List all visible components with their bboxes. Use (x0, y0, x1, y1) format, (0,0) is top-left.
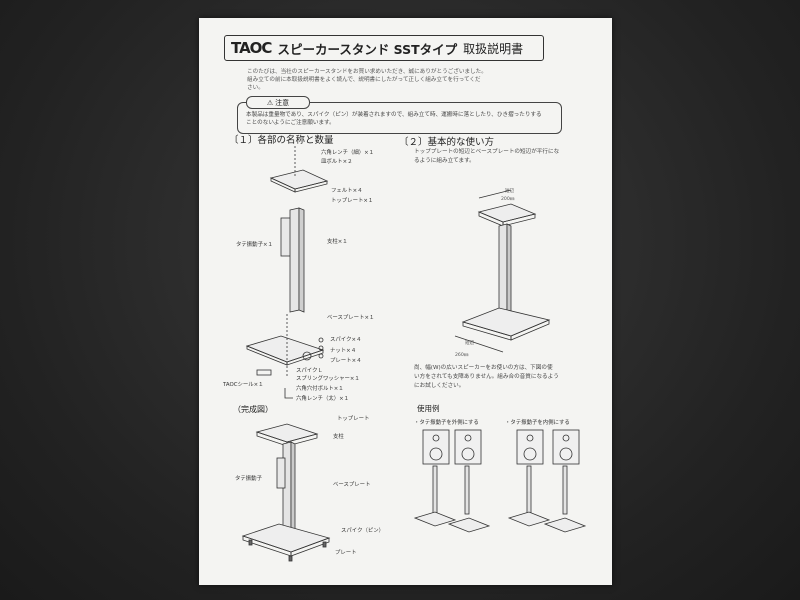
complete-label-spike: スパイク（ピン） (341, 528, 385, 534)
dim-line-base (454, 335, 504, 353)
label-spike-washer: スパイクＬ (296, 368, 323, 374)
title-box: TAOC スピーカースタンド SSTタイプ 取扱説明書 (224, 35, 544, 61)
complete-label-base-plate: ベースプレート (333, 482, 371, 488)
label-plate-small: プレート×４ (330, 358, 362, 364)
dim-base-value: 260㎜ (455, 353, 469, 358)
complete-label-vibrator: タテ振動子 (235, 476, 262, 482)
exploded-spike-part (318, 337, 324, 343)
example-b-label: ・タテ振動子を内側にする (505, 420, 570, 426)
exploded-plate-part (318, 353, 324, 359)
manual-sheet: TAOC スピーカースタンド SSTタイプ 取扱説明書 このたびは、当社のスピー… (199, 18, 612, 585)
warning-icon: ⚠ (266, 98, 274, 107)
label-hex-wrench-thick: 六角レンチ（太）×１ (296, 396, 350, 402)
label-hex-bolt: 六角穴付ボルト×１ (296, 386, 344, 392)
label-seal: TAOCシール×１ (223, 382, 264, 388)
complete-stand (241, 423, 331, 562)
label-base-plate: ベースプレート×１ (327, 315, 375, 321)
label-felt: フェルト×４ (331, 188, 363, 194)
usage-stand (454, 189, 551, 353)
label-nut: ナット×４ (330, 348, 357, 354)
label-bolt: 皿ボルト×２ (321, 159, 353, 165)
dim-top-label: 短辺 (505, 189, 515, 194)
usage-heading: 〔２〕基本的な使い方 (399, 137, 495, 148)
label-spike: スパイク×４ (330, 337, 362, 343)
intro-text: このたびは、当社のスピーカースタンドをお買い求めいただき、誠にありがとうございま… (247, 69, 487, 91)
label-vibrator: タテ振動子×１ (236, 242, 273, 248)
caution-box: 本製品は重量物であり、スパイク（ピン）が装着されますので、組み立て時、運搬時に落… (237, 102, 562, 134)
example-b-drawing (507, 429, 587, 533)
complete-label-plate: プレート (335, 550, 357, 556)
usage-para-1: トッププレートの短辺とベースプレートの短辺が平行にな るように組み立てます。 (414, 149, 560, 164)
exploded-hex-wrench (284, 388, 293, 399)
exploded-top-plate (269, 169, 329, 193)
dim-top-value: 200㎜ (501, 197, 515, 202)
complete-label-top-plate: トップレート (337, 416, 370, 422)
label-spring-washer: スプリングワッシャー×１ (296, 376, 360, 382)
dim-line-top (478, 189, 512, 199)
exploded-nut-part (318, 345, 324, 351)
complete-heading: （完成図） (233, 405, 273, 414)
example-a-label: ・タテ振動子を外側にする (414, 420, 479, 426)
label-hex-wrench-thin: 六角レンチ（細）×１ (321, 150, 375, 156)
caution-label-text: 注意 (275, 98, 290, 107)
label-pillar: 支柱×１ (327, 239, 348, 245)
examples-heading: 使用例 (417, 404, 440, 413)
document-subtitle: 取扱説明書 (463, 41, 524, 56)
document-title: スピーカースタンド SSTタイプ (277, 41, 458, 57)
exploded-pillar (289, 207, 305, 313)
illustrations (241, 146, 587, 562)
dim-base-label: 短辺 (465, 341, 475, 346)
exploded-vibrator (280, 217, 292, 257)
parts-heading: 〔１〕各部の名称と数量 (229, 135, 334, 146)
exploded-base-plate (245, 335, 325, 366)
usage-para-2: 尚、幅(W)の広いスピーカーをお使いの方は、下図の使 い方をされても支障ありませ… (414, 365, 559, 389)
brand-logo: TAOC (231, 39, 272, 57)
exploded-seal-part (256, 369, 272, 376)
caution-label: ⚠ 注意 (246, 96, 310, 109)
label-top-plate: トップレート×１ (331, 198, 374, 204)
complete-label-pillar: 支柱 (333, 434, 344, 440)
example-a-drawing (413, 429, 491, 533)
exploded-washer-part (302, 351, 312, 361)
